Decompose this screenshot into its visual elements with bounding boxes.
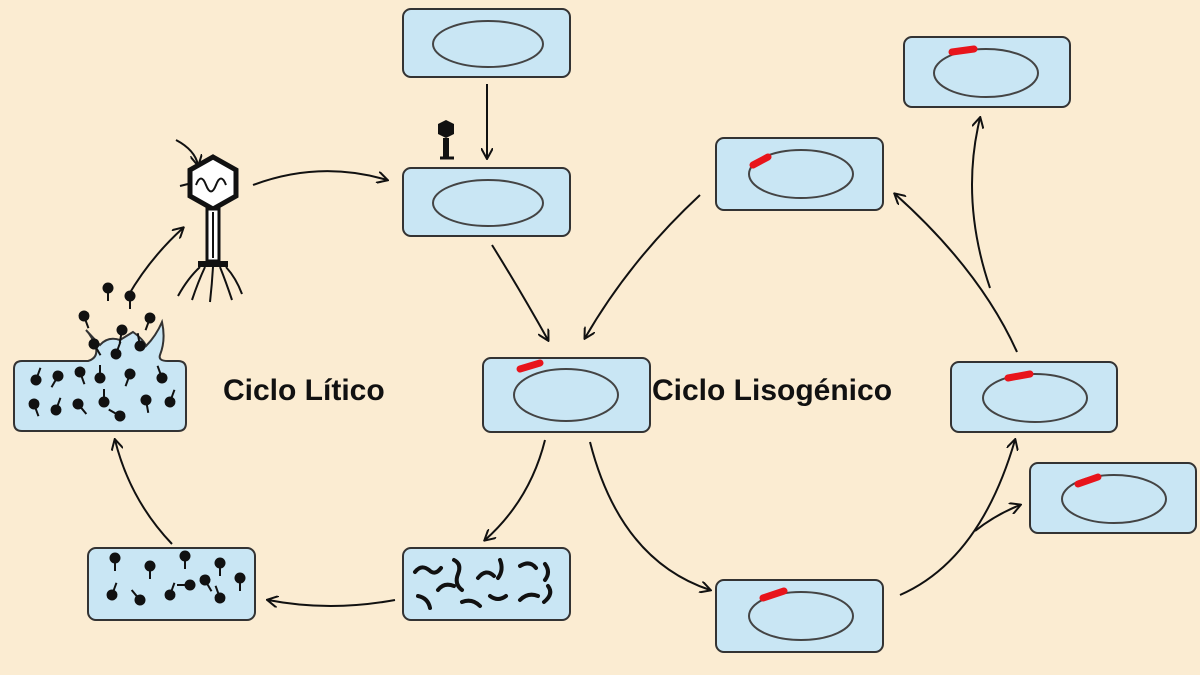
prophage-dna-icon — [1004, 370, 1034, 382]
prophage-dna-icon — [759, 587, 788, 602]
released-phages — [75, 281, 159, 334]
chromosome-icon — [432, 179, 544, 227]
attached-phage-icon — [438, 120, 454, 160]
bacterial-cell-integration — [482, 357, 651, 433]
bacteriophage-icon — [175, 139, 243, 303]
lysogenic-cycle-label: Ciclo Lisogénico — [652, 374, 893, 407]
prophage-dna-icon — [516, 359, 544, 373]
cycle-arrows — [115, 84, 1020, 606]
prophage-dna-icon — [749, 153, 772, 169]
chromosome-icon — [513, 368, 619, 422]
prophage-dna-icon — [1074, 473, 1102, 488]
bacterial-cell-initial — [402, 8, 571, 78]
cell-lysis — [13, 318, 187, 432]
cell-viral-dna-replication — [402, 547, 571, 621]
lysogenic-cell-bottom — [715, 579, 884, 653]
lysogenic-cell-top-right — [903, 36, 1071, 108]
bacterial-cell-infected — [402, 167, 571, 237]
cell-phage-assembly — [87, 547, 256, 621]
lysogenic-cell-right — [950, 361, 1118, 433]
lysogenic-cell-upper — [715, 137, 884, 211]
lysogenic-cell-lower-right — [1029, 462, 1197, 534]
chromosome-icon — [432, 20, 544, 68]
prophage-dna-icon — [948, 45, 978, 56]
lytic-cycle-label: Ciclo Lítico — [223, 374, 385, 407]
